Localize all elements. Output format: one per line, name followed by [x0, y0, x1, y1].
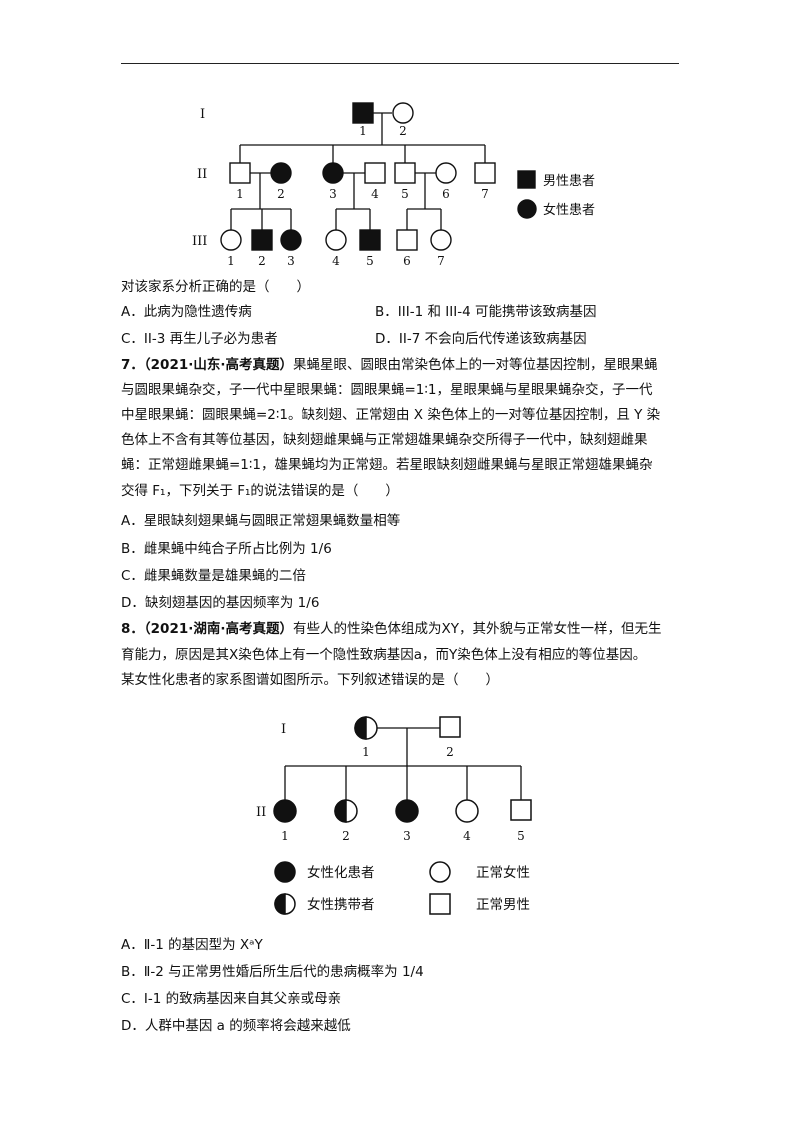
- q8-line-1: 8．（2021·湖南·高考真题）有些人的性染色体组成为XY，其外貌与正常女性一样…: [121, 621, 662, 637]
- legend-female-patient-symbol: [274, 861, 296, 883]
- svg-text:2: 2: [258, 254, 266, 268]
- III-2-affected-male: [251, 229, 273, 251]
- q7-option-c[interactable]: C．雌果蝇数量是雄果蝇的二倍: [121, 568, 306, 584]
- gen-label-I: I: [200, 107, 205, 122]
- III-5-affected-male: [359, 229, 381, 251]
- svg-text:1: 1: [227, 254, 235, 268]
- svg-text:4: 4: [371, 187, 379, 201]
- q6-option-c[interactable]: C．II-3 再生儿子必为患者: [121, 331, 278, 347]
- q7-option-d[interactable]: D．缺刻翅基因的基因频率为 1/6: [121, 595, 320, 611]
- q6-option-a[interactable]: A．此病为隐性遗传病: [121, 304, 252, 320]
- I-2-normal-male: [439, 716, 461, 738]
- II-6-normal-female: [435, 162, 457, 184]
- q8-option-c[interactable]: C．I-1 的致病基因来自其父亲或母亲: [121, 991, 342, 1007]
- svg-text:2: 2: [342, 829, 350, 843]
- header-rule: [121, 63, 679, 64]
- legend-normal-female-label: 正常女性: [476, 864, 530, 881]
- q7-source: （2021·山东·高考真题）: [143, 357, 293, 373]
- svg-text:1: 1: [359, 124, 367, 138]
- legend-normal-male-symbol: [429, 893, 451, 915]
- I-2-normal-female: [392, 102, 414, 124]
- legend-female-affected-label: 女性患者: [543, 202, 595, 218]
- svg-text:4: 4: [463, 829, 471, 843]
- svg-text:5: 5: [401, 187, 409, 201]
- q7-line-6: 交得 F₁，下列关于 F₁的说法错误的是（ ）: [121, 483, 399, 499]
- pedigree-chart-1: I II III 1 2 1 2 3 4 5 6 7 1 2 3 4 5 6 7…: [192, 102, 595, 268]
- svg-text:5: 5: [517, 829, 525, 843]
- svg-text:6: 6: [442, 187, 450, 201]
- svg-text:2: 2: [277, 187, 285, 201]
- gen-label-III: III: [192, 234, 207, 249]
- q7-line-4: 色体上不含有其等位基因，缺刻翅雌果蝇与正常翅雄果蝇杂交所得子一代中，缺刻翅雌果: [121, 432, 648, 448]
- III-7-normal-female: [430, 229, 452, 251]
- III-1-normal-female: [220, 229, 242, 251]
- III-3-affected-female: [280, 229, 302, 251]
- q8-line-3: 某女性化患者的家系图谱如图所示。下列叙述错误的是（ ）: [121, 672, 499, 688]
- q7-line-5: 蝇：正常翅雌果蝇=1∶1，雄果蝇均为正常翅。若星眼缺刻翅雌果蝇与星眼正常翅雄果蝇…: [121, 457, 653, 473]
- II-1-normal-male: [229, 162, 251, 184]
- II-5-normal-male: [394, 162, 416, 184]
- svg-text:1: 1: [281, 829, 289, 843]
- legend-male-affected-symbol: [517, 170, 536, 189]
- q8-number: 8．: [121, 621, 144, 637]
- legend-normal-female-symbol: [429, 861, 451, 883]
- svg-text:7: 7: [437, 254, 445, 268]
- pedigree-chart-2: I II 1 2 1 2 3 4 5 女性化患者 正常女性 女性携带者 正常男性: [256, 716, 532, 915]
- II-2-affected-female: [270, 162, 292, 184]
- svg-text:2: 2: [399, 124, 407, 138]
- q7-line-3: 中星眼果蝇：圆眼果蝇=2∶1。缺刻翅、正常翅由 X 染色体上的一对等位基因控制，…: [121, 407, 661, 423]
- legend-female-affected-symbol: [517, 199, 537, 219]
- II-3-affected-female: [322, 162, 344, 184]
- svg-text:2: 2: [446, 745, 454, 759]
- svg-text:7: 7: [481, 187, 489, 201]
- legend-female-patient-label: 女性化患者: [307, 864, 375, 881]
- svg-text:3: 3: [287, 254, 295, 268]
- svg-text:3: 3: [329, 187, 337, 201]
- svg-text:1: 1: [362, 745, 370, 759]
- I-1-affected-male: [352, 102, 374, 124]
- q6-option-d[interactable]: D．II-7 不会向后代传递该致病基因: [375, 331, 587, 347]
- legend-normal-male-label: 正常男性: [476, 897, 530, 913]
- III-4-normal-female: [325, 229, 347, 251]
- q7-option-b[interactable]: B．雌果蝇中纯合子所占比例为 1/6: [121, 541, 332, 557]
- legend-male-affected-label: 男性患者: [543, 174, 595, 189]
- gen2-label-I: I: [281, 722, 286, 737]
- II-7-normal-male: [474, 162, 496, 184]
- q7-line-1: 7．（2021·山东·高考真题）果蝇星眼、圆眼由常染色体上的一对等位基因控制，星…: [121, 357, 658, 373]
- II-5-normal-male: [510, 799, 532, 821]
- q7-line-2: 与圆眼果蝇杂交，子一代中星眼果蝇：圆眼果蝇=1∶1，星眼果蝇与星眼果蝇杂交，子一…: [121, 382, 653, 398]
- II-3-female-patient: [395, 799, 419, 823]
- q8-source: （2021·湖南·高考真题）: [143, 621, 293, 637]
- q8-option-b[interactable]: B．Ⅱ-2 与正常男性婚后所生后代的患病概率为 1/4: [121, 964, 424, 980]
- svg-text:6: 6: [403, 254, 411, 268]
- gen-label-II: II: [197, 167, 207, 182]
- q7-number: 7．: [121, 357, 144, 373]
- q8-line-2: 育能力，原因是其X染色体上有一个隐性致病基因a，而Y染色体上没有相应的等位基因。: [121, 647, 647, 663]
- II-4-normal-male: [364, 162, 386, 184]
- legend-female-carrier-label: 女性携带者: [307, 896, 375, 913]
- q6-stem: 对该家系分析正确的是（ ）: [121, 279, 310, 295]
- II-1-female-patient: [273, 799, 297, 823]
- q8-option-d[interactable]: D．人群中基因 a 的频率将会越来越低: [121, 1018, 351, 1034]
- q7-option-a[interactable]: A．星眼缺刻翅果蝇与圆眼正常翅果蝇数量相等: [121, 513, 401, 529]
- II-4-normal-female: [455, 799, 479, 823]
- svg-text:1: 1: [236, 187, 244, 201]
- III-6-normal-male: [396, 229, 418, 251]
- svg-text:3: 3: [403, 829, 411, 843]
- gen2-label-II: II: [256, 805, 266, 820]
- q6-option-b[interactable]: B．III-1 和 III-4 可能携带该致病基因: [375, 304, 597, 320]
- svg-text:5: 5: [366, 254, 374, 268]
- q8-option-a[interactable]: A．Ⅱ-1 的基因型为 XᵃY: [121, 937, 263, 953]
- svg-text:4: 4: [332, 254, 340, 268]
